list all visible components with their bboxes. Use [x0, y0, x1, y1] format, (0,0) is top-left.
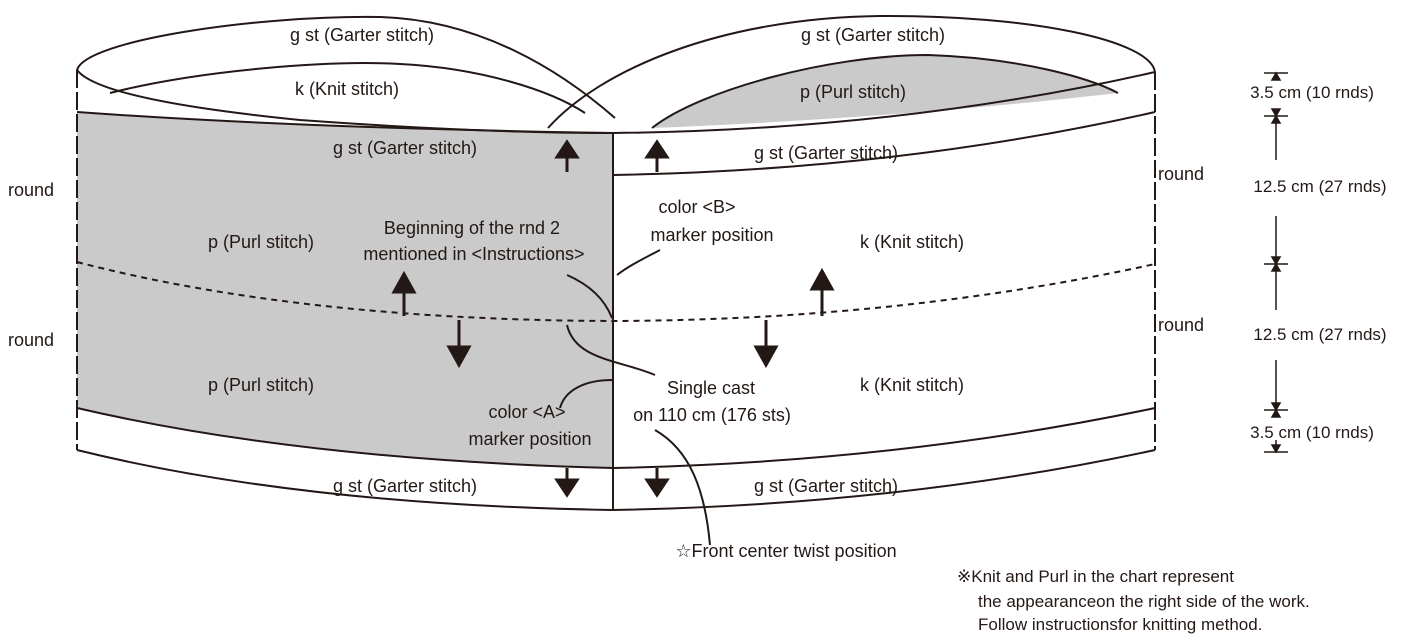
dimension-3: 12.5 cm (27 rnds)	[1253, 325, 1386, 344]
callout-colorB-line2: marker position	[650, 225, 773, 245]
label-round-upper-right: round	[1158, 164, 1204, 184]
callout-rnd2-line1: Beginning of the rnd 2	[384, 218, 560, 238]
rim-top-left-inner	[109, 62, 586, 114]
callout-cast-line2: on 110 cm (176 sts)	[633, 405, 791, 425]
band-line-bottom	[76, 449, 1156, 512]
label-knit-lower-right: k (Knit stitch)	[860, 375, 964, 395]
dim-arrowhead-2-icon	[1270, 108, 1282, 118]
arrow-down-bottom-right-icon	[644, 468, 670, 498]
rim-top-right-outer	[547, 14, 1156, 129]
label-garter-bottom-right: g st (Garter stitch)	[754, 476, 898, 496]
rim-top-left-outer	[76, 15, 616, 119]
dim-arrowhead-1-icon	[1270, 71, 1282, 81]
arrow-down-bottom-left-icon	[554, 468, 580, 498]
dimension-4: 3.5 cm (10 rnds)	[1250, 423, 1374, 442]
arrow-down-mid-right-icon	[753, 320, 779, 369]
dimension-1: 3.5 cm (10 rnds)	[1250, 83, 1374, 102]
dim-arrowhead-3-icon	[1270, 114, 1282, 124]
label-garter-band-right: g st (Garter stitch)	[754, 143, 898, 163]
label-round-upper-left: round	[8, 180, 54, 200]
note-line1: ※Knit and Purl in the chart represent	[957, 567, 1234, 586]
label-garter-top-right: g st (Garter stitch)	[801, 25, 945, 45]
leader-cast	[566, 324, 656, 376]
rim-top-right-inner	[651, 53, 1119, 129]
callout-colorA-line2: marker position	[468, 429, 591, 449]
arrow-up-top-left-icon	[554, 139, 580, 172]
callout-cast-line1: Single cast	[667, 378, 755, 398]
label-round-lower-right: round	[1158, 315, 1204, 335]
label-garter-bottom-left: g st (Garter stitch)	[333, 476, 477, 496]
label-purl-lower-left: p (Purl stitch)	[208, 375, 314, 395]
label-purl-top-right: p (Purl stitch)	[800, 82, 906, 102]
arrow-down-mid-left-icon	[446, 320, 472, 369]
callout-rnd2-line2: mentioned in <Instructions>	[363, 244, 584, 264]
arrow-up-mid-left-icon	[391, 270, 417, 316]
label-knit-top-left: k (Knit stitch)	[295, 79, 399, 99]
label-garter-top-left: g st (Garter stitch)	[290, 25, 434, 45]
callout-colorB-line1: color <B>	[658, 197, 735, 217]
dim-arrowhead-5-icon	[1270, 262, 1282, 272]
dim-arrowhead-6-icon	[1270, 402, 1282, 412]
dim-arrowhead-4-icon	[1270, 256, 1282, 266]
label-round-lower-left: round	[8, 330, 54, 350]
leader-colorA	[559, 379, 613, 409]
callout-front-center: ☆Front center twist position	[675, 541, 896, 561]
note-line3: Follow instructionsfor knitting method.	[978, 615, 1262, 634]
leader-front-center	[654, 429, 711, 546]
label-garter-band-left: g st (Garter stitch)	[333, 138, 477, 158]
middle-round-line	[76, 261, 1156, 323]
note-line2: the appearanceon the right side of the w…	[978, 592, 1310, 611]
dim-arrowhead-7-icon	[1270, 408, 1282, 418]
purl-top-right-shade	[652, 55, 1118, 128]
dimension-2: 12.5 cm (27 rnds)	[1253, 177, 1386, 196]
band-line-upper-right	[612, 111, 1156, 176]
arrow-up-top-right-icon	[644, 139, 670, 172]
leader-rnd2	[566, 274, 613, 319]
dim-arrowhead-8-icon	[1270, 444, 1282, 454]
label-purl-upper-left: p (Purl stitch)	[208, 232, 314, 252]
callout-colorA-line1: color <A>	[488, 402, 565, 422]
label-knit-upper-right: k (Knit stitch)	[860, 232, 964, 252]
purl-body-left-shade	[77, 112, 613, 468]
arrow-up-mid-right-icon	[809, 267, 835, 316]
band-line-upper	[76, 111, 614, 134]
leader-colorB	[616, 249, 661, 276]
